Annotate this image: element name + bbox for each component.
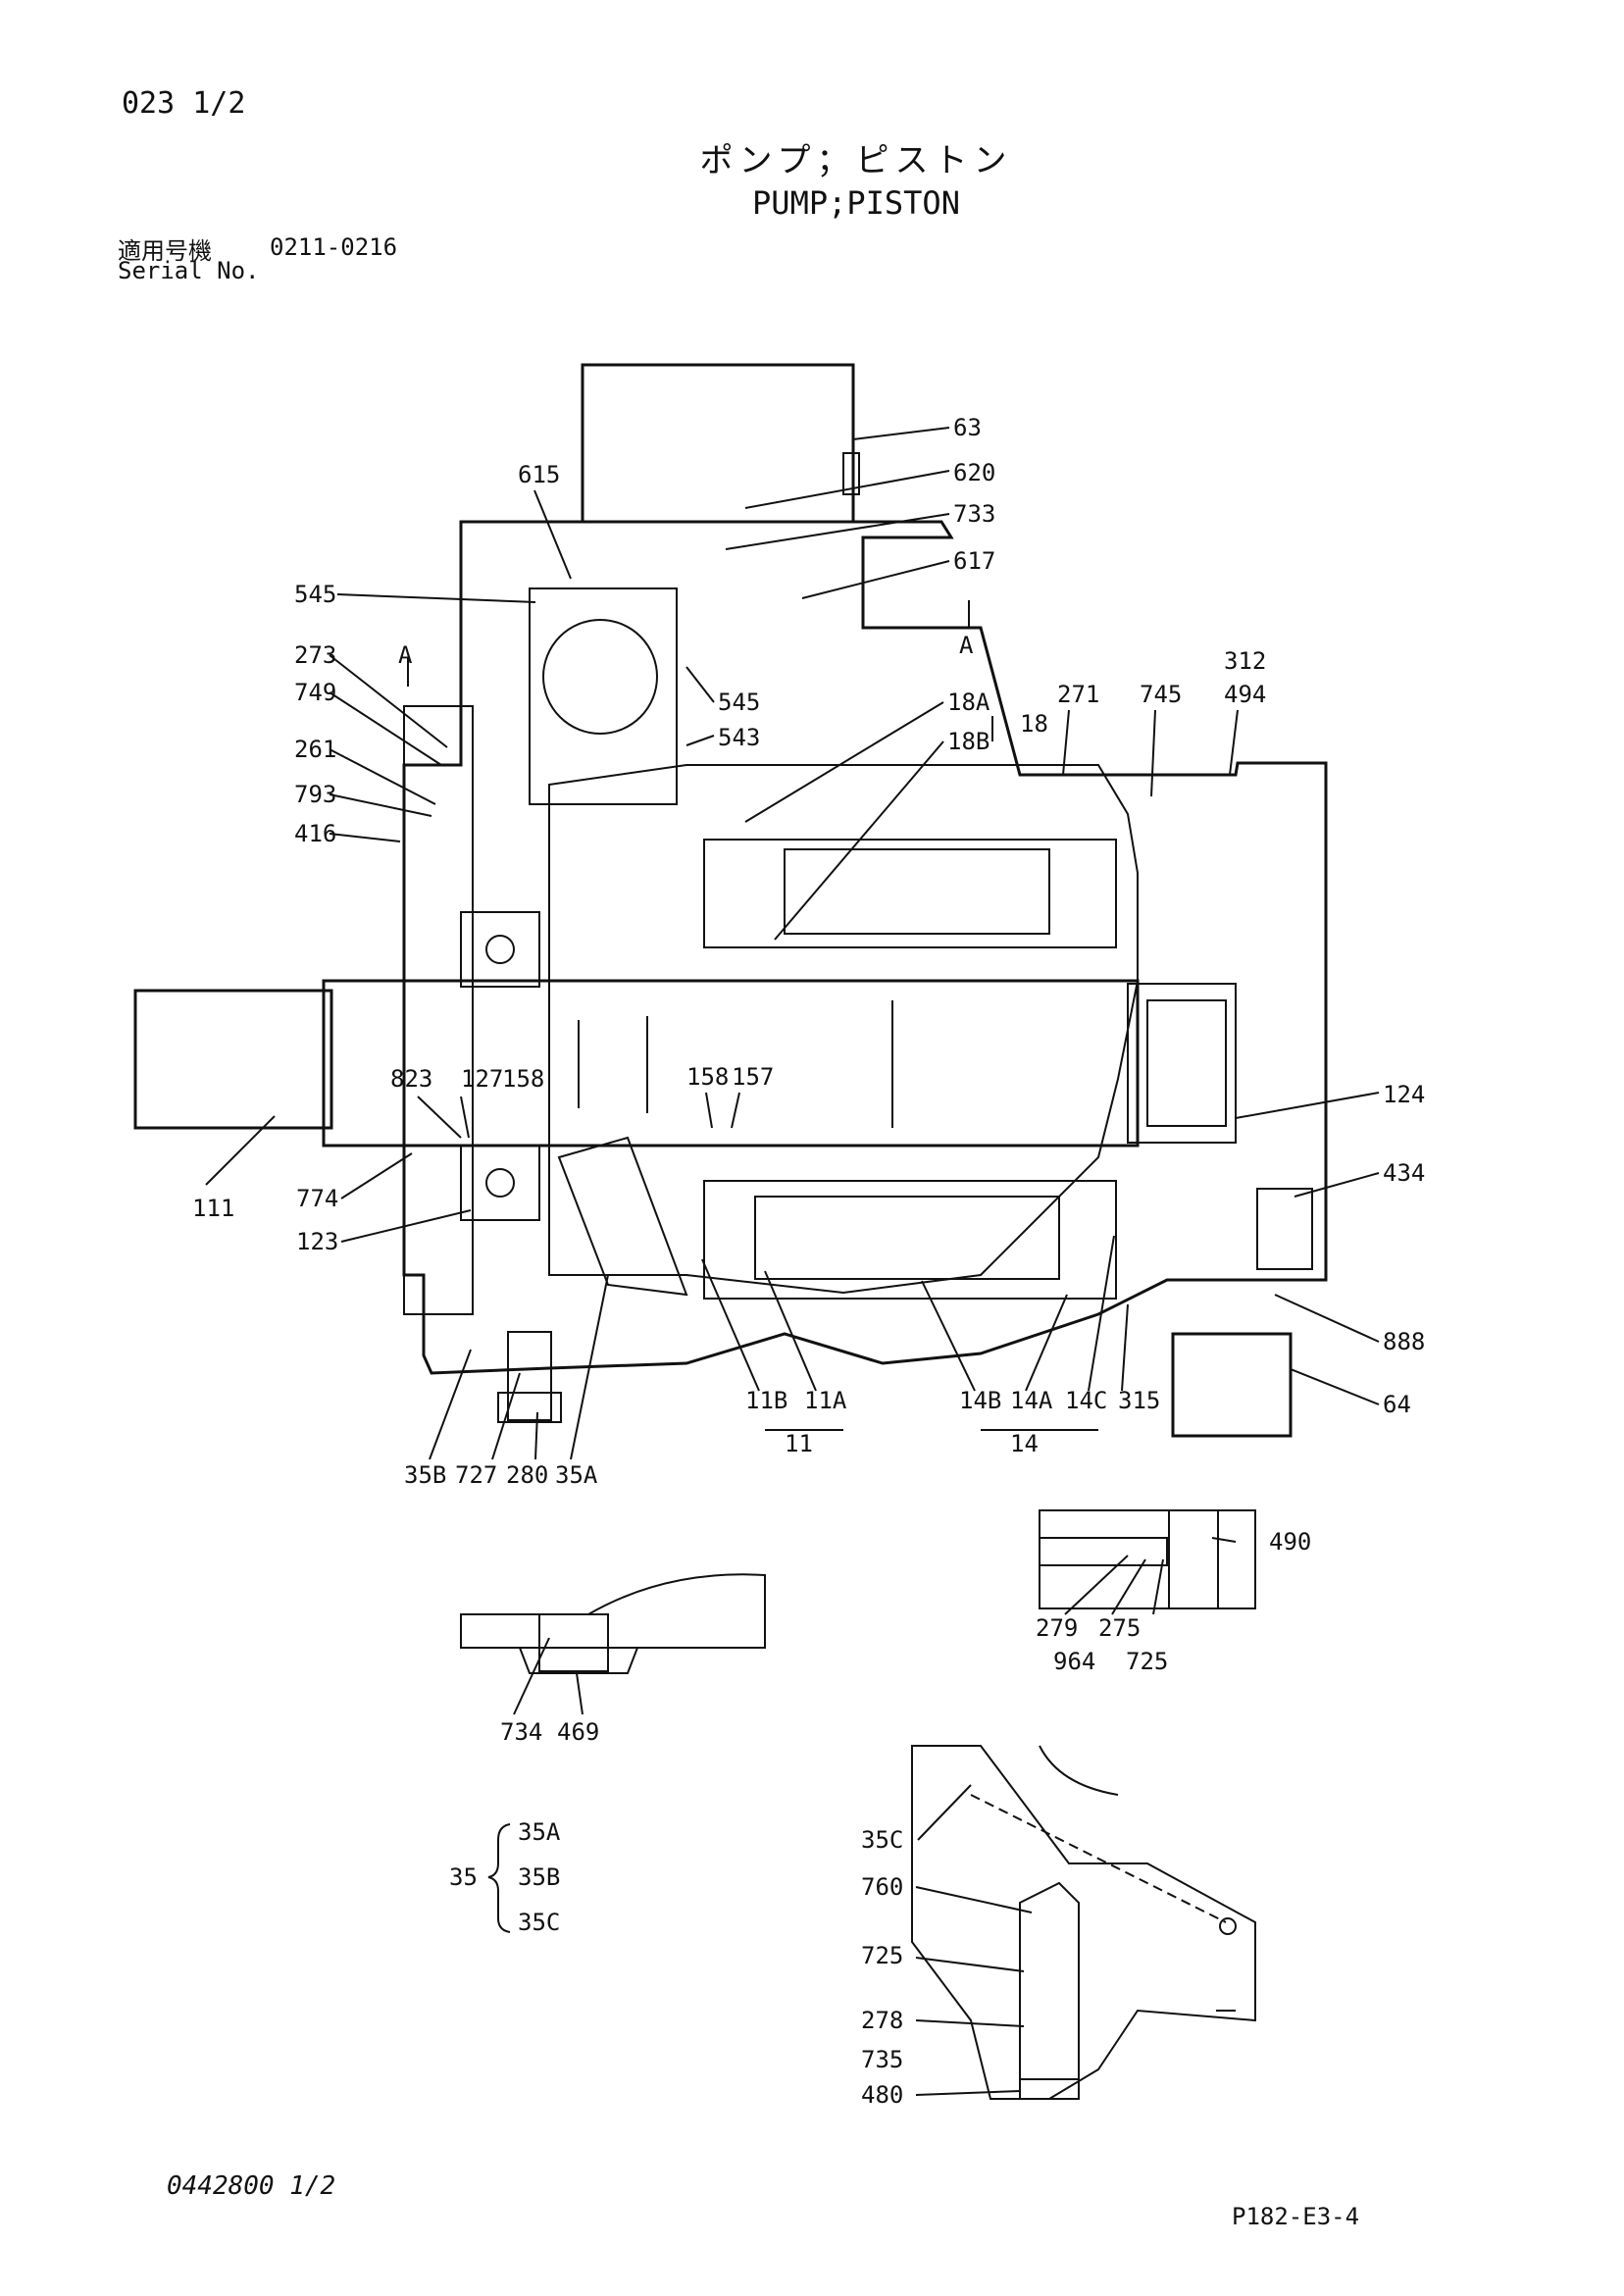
group-35-parent: 35 (449, 1863, 478, 1891)
callout-416: 416 (294, 820, 336, 847)
callout-749: 749 (294, 679, 336, 706)
serial-range: 0211-0216 (270, 233, 398, 261)
callout-158-left: 158 (502, 1065, 544, 1093)
callout-545-top: 545 (294, 581, 336, 608)
callout-123: 123 (296, 1228, 338, 1255)
callout-733: 733 (953, 500, 995, 528)
group-35-child-b: 35B (518, 1863, 560, 1891)
callout-18B: 18B (947, 728, 990, 755)
detail-490 (1039, 1509, 1256, 1609)
callout-745: 745 (1140, 681, 1182, 708)
serial-label-english: Serial No. (118, 257, 260, 284)
title-english: PUMP;PISTON (752, 184, 960, 222)
callout-727: 727 (455, 1461, 497, 1489)
detail-734-469 (460, 1573, 766, 1674)
callout-434: 434 (1383, 1159, 1425, 1187)
callout-469: 469 (557, 1718, 599, 1746)
callout-11: 11 (785, 1430, 813, 1457)
callout-280: 280 (506, 1461, 548, 1489)
callout-35B-main: 35B (404, 1461, 446, 1489)
callout-279: 279 (1036, 1614, 1078, 1642)
callout-14: 14 (1010, 1430, 1039, 1457)
detail-35c (911, 1745, 1256, 2100)
callout-734: 734 (500, 1718, 542, 1746)
main-assembly (133, 363, 1328, 1438)
callout-774: 774 (296, 1185, 338, 1212)
callout-158-right: 158 (686, 1063, 729, 1091)
callout-14A: 14A (1010, 1387, 1053, 1414)
callout-545-mid: 545 (718, 689, 760, 716)
callout-725-lower: 725 (861, 1942, 903, 1969)
callout-14B: 14B (959, 1387, 1001, 1414)
callout-261: 261 (294, 736, 336, 763)
callout-480: 480 (861, 2081, 903, 2109)
callout-124: 124 (1383, 1081, 1425, 1108)
group-35-child-a: 35A (518, 1818, 561, 1846)
callout-35C: 35C (861, 1826, 903, 1854)
callout-64: 64 (1383, 1391, 1411, 1418)
callout-35A-main: 35A (555, 1461, 598, 1489)
callout-494: 494 (1224, 681, 1266, 708)
group-35-legend: 35 35A 35B 35C (449, 1818, 561, 1936)
leader-lines (205, 427, 1380, 2096)
callout-793: 793 (294, 781, 336, 808)
page-code: P182-E3-4 (1232, 2203, 1360, 2230)
serial-label-japanese: 適用号機 (118, 237, 212, 265)
callout-617: 617 (953, 547, 995, 575)
callout-18: 18 (1020, 710, 1048, 738)
callout-11A: 11A (804, 1387, 847, 1414)
callout-888: 888 (1383, 1328, 1425, 1355)
callout-615: 615 (518, 461, 560, 488)
callout-11B: 11B (745, 1387, 787, 1414)
callout-278: 278 (861, 2007, 903, 2034)
section-marker-right: A (959, 632, 974, 659)
callout-315: 315 (1118, 1387, 1160, 1414)
callout-823: 823 (390, 1065, 432, 1093)
callout-490: 490 (1269, 1528, 1311, 1556)
callout-275: 275 (1098, 1614, 1141, 1642)
callout-63: 63 (953, 414, 982, 441)
callout-760: 760 (861, 1873, 903, 1901)
title-japanese: ポンプ；ピストン (699, 141, 1013, 180)
callout-735: 735 (861, 2046, 903, 2073)
callout-18A: 18A (947, 689, 990, 716)
callout-273: 273 (294, 641, 336, 669)
callout-543: 543 (718, 724, 760, 751)
callout-725-detail: 725 (1126, 1648, 1168, 1675)
callout-111: 111 (192, 1195, 234, 1222)
callout-157: 157 (732, 1063, 774, 1091)
page-number: 023 1/2 (122, 86, 246, 121)
section-marker-left: A (398, 641, 413, 669)
callout-labels: 63 615 620 733 617 545 A A 545 543 273 7… (192, 414, 1425, 2109)
group-35-child-c: 35C (518, 1909, 560, 1936)
callout-271: 271 (1057, 681, 1099, 708)
callout-127: 127 (461, 1065, 503, 1093)
callout-14C: 14C (1065, 1387, 1107, 1414)
callout-964: 964 (1053, 1648, 1095, 1675)
callout-620: 620 (953, 459, 995, 486)
callout-312: 312 (1224, 647, 1266, 675)
document-number: 0442800 1/2 (167, 2171, 336, 2201)
